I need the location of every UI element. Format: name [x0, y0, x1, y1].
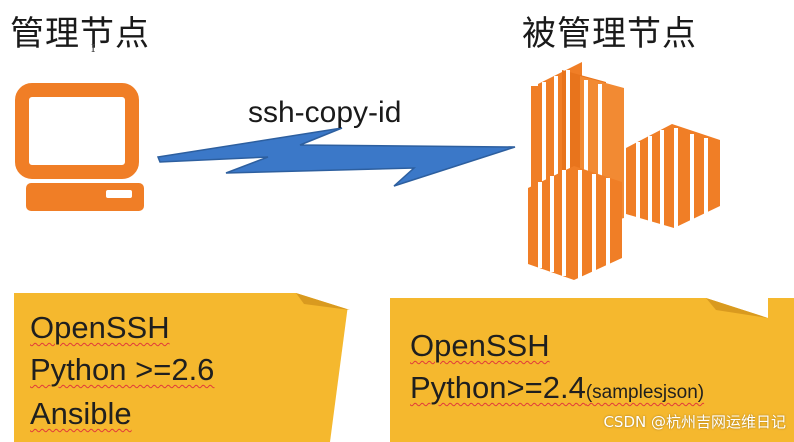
text-cursor-icon: I — [91, 42, 96, 55]
control-node-heading: 管理节点 — [10, 14, 150, 54]
computer-icon — [15, 83, 144, 211]
watermark: CSDN @杭州吉网运维日记 — [603, 413, 786, 431]
connection-label: ssh-copy-id — [248, 96, 402, 129]
control-node-note — [14, 293, 350, 442]
managed-node-heading: 被管理节点 — [522, 14, 697, 54]
lightning-link-icon — [156, 127, 516, 187]
server-stack-icon — [528, 62, 720, 280]
managed-node-note — [390, 298, 794, 442]
